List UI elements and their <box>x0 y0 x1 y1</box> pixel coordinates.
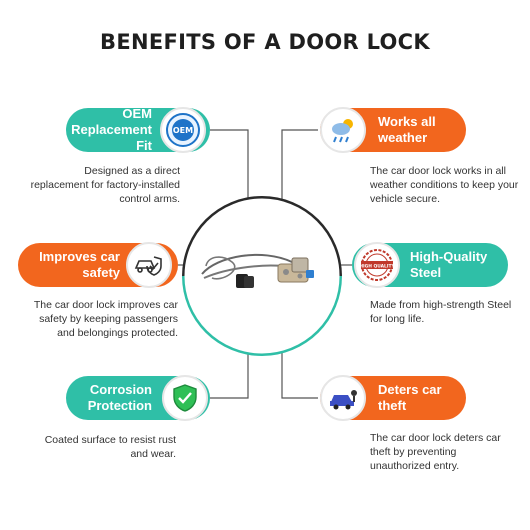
benefit-label-oem: OEM Replacement Fit <box>71 106 152 153</box>
shield-check-icon <box>162 375 208 421</box>
benefit-desc-corrosion: Coated surface to resist rust and wear. <box>44 434 176 460</box>
door-lock-image <box>182 196 342 356</box>
benefit-desc-steel: Made from high-strength Steel for long l… <box>370 299 512 325</box>
benefit-label-theft: Deters car theft <box>378 382 442 413</box>
oem-badge-text: OEM <box>173 126 193 135</box>
benefit-label-steel: High-Quality Steel <box>410 249 488 280</box>
page-title: BENEFITS OF A DOOR LOCK <box>100 30 430 54</box>
high-quality-stamp-icon: HIGH QUALITY <box>354 242 400 288</box>
benefit-label-weather: Works all weather <box>378 114 436 145</box>
benefit-desc-theft: The car door lock deters car theft by pr… <box>370 432 501 472</box>
benefit-desc-oem: Designed as a direct replacement for fac… <box>30 165 180 205</box>
weather-icon <box>320 107 366 153</box>
benefit-label-safety: Improves car safety <box>39 249 120 280</box>
benefit-desc-safety: The car door lock improves car safety by… <box>33 299 178 339</box>
benefit-label-corrosion: Corrosion Protection <box>87 382 152 413</box>
thief-car-icon <box>320 375 366 421</box>
oem-badge-icon: OEM <box>160 107 206 153</box>
car-shield-icon <box>126 242 172 288</box>
benefit-desc-weather: The car door lock works in all weather c… <box>370 165 519 205</box>
stamp-text: HIGH QUALITY <box>359 264 395 270</box>
